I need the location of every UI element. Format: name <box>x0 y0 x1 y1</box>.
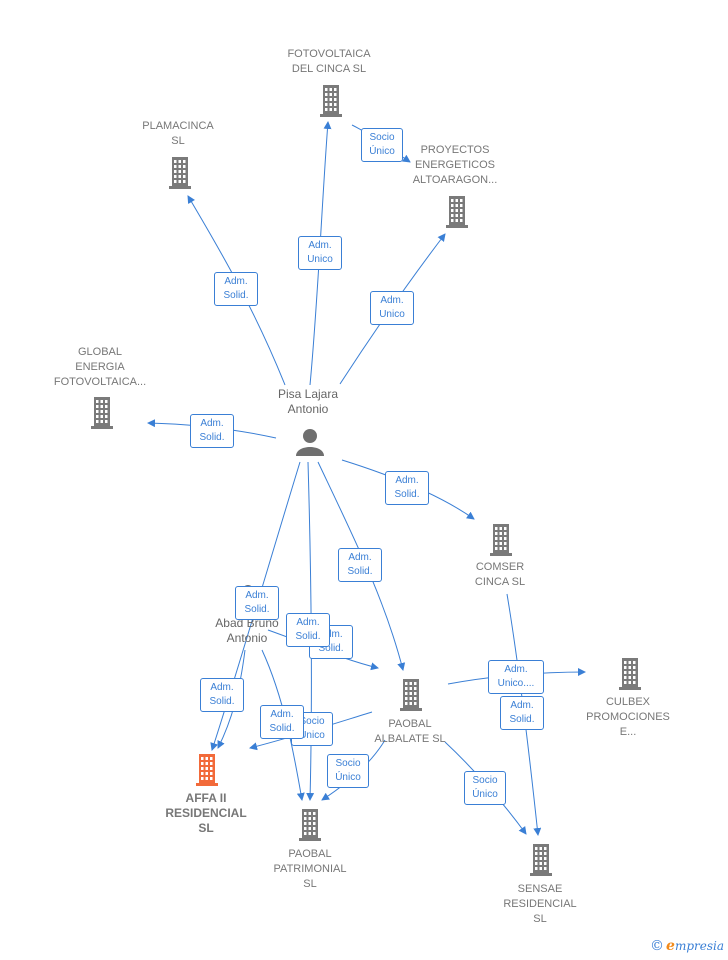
person-icon-pisa <box>296 429 324 456</box>
building-icon-plamacinca[interactable] <box>169 157 191 189</box>
edge-label-adm-unico-fotovoltaica[interactable]: Adm. Unico <box>298 236 342 270</box>
node-label-abad-bruno[interactable]: Abad Bruno Antonio <box>215 616 279 645</box>
edge-label-adm-solid-affa[interactable]: Adm. Solid. <box>200 678 244 712</box>
building-icon-sensae[interactable] <box>530 844 552 876</box>
edge-label-socio-unico-proyectos[interactable]: Socio Único <box>361 128 403 162</box>
edge-label-socio-unico-sensae[interactable]: Socio Único <box>464 771 506 805</box>
empresia-logo[interactable]: ©empresia <box>650 938 724 954</box>
building-icon-fotovoltaica[interactable] <box>320 85 342 117</box>
brand-initial: e <box>666 938 675 954</box>
building-icon-culbex[interactable] <box>619 658 641 690</box>
node-label-culbex[interactable]: CULBEX PROMOCIONES E... <box>586 696 670 738</box>
node-label-paobal-patrimonial[interactable]: PAOBAL PATRIMONIAL SL <box>273 848 347 890</box>
edge-label-adm-solid-abad-2[interactable]: Adm. Solid. <box>286 613 330 647</box>
edge-label-adm-solid-sensae[interactable]: Adm. Solid. <box>500 696 544 730</box>
node-label-sensae[interactable]: SENSAE RESIDENCIAL SL <box>503 883 577 925</box>
node-label-paobal-albalate[interactable]: PAOBAL ALBALATE SL <box>374 718 446 745</box>
building-icon-paobal-albalate[interactable] <box>400 679 422 711</box>
node-label-pisa-lajara[interactable]: Pisa Lajara Antonio <box>277 387 339 416</box>
building-icon-affa[interactable] <box>196 754 218 786</box>
node-label-global-energia[interactable]: GLOBAL ENERGIA FOTOVOLTAICA... <box>53 346 147 388</box>
node-label-affa[interactable]: AFFA II RESIDENCIAL SL <box>165 791 247 835</box>
building-icon-paobal-patrimonial[interactable] <box>299 809 321 841</box>
edge-label-adm-solid-albalate[interactable]: Adm. Solid. <box>338 548 382 582</box>
edge-label-adm-solid-affa-2[interactable]: Adm. Solid. <box>260 705 304 739</box>
building-icon-comser[interactable] <box>490 524 512 556</box>
building-icon-proyectos[interactable] <box>446 196 468 228</box>
edge-label-adm-solid-plamacinca[interactable]: Adm. Solid. <box>214 272 258 306</box>
copyright-symbol: © <box>650 938 665 954</box>
node-label-proyectos[interactable]: PROYECTOS ENERGETICOS ALTOARAGON... <box>412 144 498 186</box>
edge-label-adm-unico-culbex[interactable]: Adm. Unico.... <box>488 660 544 694</box>
edge-label-adm-solid-global[interactable]: Adm. Solid. <box>190 414 234 448</box>
node-label-plamacinca[interactable]: PLAMACINCA SL <box>142 120 214 147</box>
edge-label-adm-unico-proyectos[interactable]: Adm. Unico <box>370 291 414 325</box>
edge-label-adm-solid-abad-1[interactable]: Adm. Solid. <box>235 586 279 620</box>
edge-label-socio-unico-patrimonial[interactable]: Socio Único <box>327 754 369 788</box>
building-icon-global-energia[interactable] <box>91 397 113 429</box>
edge-label-adm-solid-comser[interactable]: Adm. Solid. <box>385 471 429 505</box>
node-label-fotovoltaica[interactable]: FOTOVOLTAICA DEL CINCA SL <box>287 48 371 75</box>
node-label-comser[interactable]: COMSER CINCA SL <box>474 561 526 588</box>
brand-name: mpresia <box>674 939 724 953</box>
